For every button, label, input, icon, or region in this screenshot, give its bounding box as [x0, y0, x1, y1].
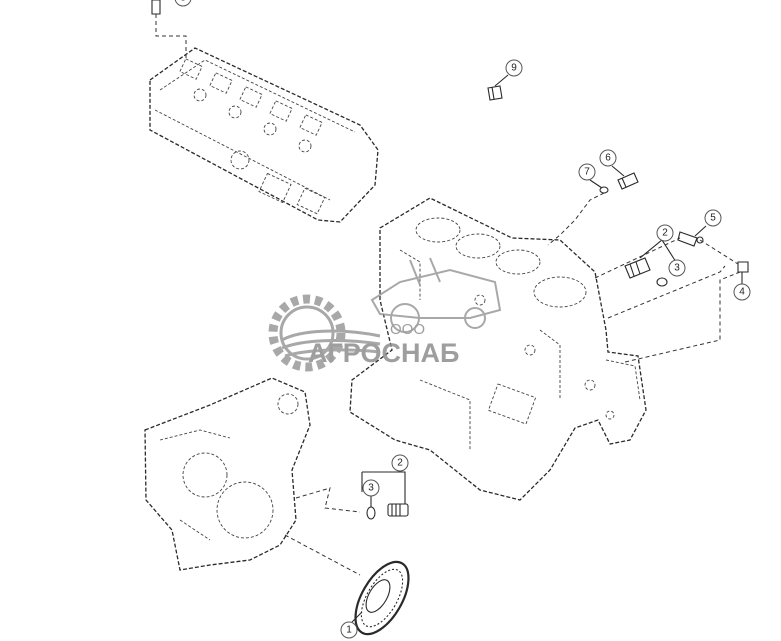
- callout-8: 8: [174, 0, 192, 7]
- callout-1: 1: [340, 611, 363, 639]
- engine-block: [349, 197, 647, 501]
- callout-3-upper: 3: [668, 259, 686, 277]
- callout-7: 7: [578, 163, 603, 189]
- plug-upper-assembly: [607, 239, 726, 319]
- svg-text:8: 8: [180, 0, 186, 4]
- callout-3-lower: 3: [362, 479, 380, 507]
- svg-text:9: 9: [511, 63, 517, 74]
- callout-9: 9: [494, 59, 523, 87]
- gear-logo-icon: [268, 294, 381, 372]
- svg-text:2: 2: [662, 228, 668, 239]
- fitting-part-9: [487, 85, 503, 101]
- watermark-ooo: ООО: [390, 321, 425, 338]
- sensor-part-6: [547, 172, 639, 246]
- callout-6: 6: [599, 149, 625, 177]
- callout-2-upper: 2: [656, 224, 674, 242]
- callout-2-lower: 2: [391, 454, 409, 472]
- svg-text:3: 3: [674, 263, 680, 274]
- plug-lower-assembly: [295, 471, 409, 520]
- svg-text:5: 5: [710, 213, 716, 224]
- harvester-silhouette-icon: [370, 257, 502, 333]
- svg-text:2: 2: [397, 458, 403, 469]
- svg-text:7: 7: [584, 167, 590, 178]
- callout-5: 5: [694, 209, 722, 237]
- cylinder-head: [149, 0, 379, 223]
- watermark-brand: АГРОСНАБ: [308, 338, 459, 368]
- callout-4: 4: [733, 272, 751, 301]
- svg-text:4: 4: [739, 287, 745, 298]
- svg-text:6: 6: [605, 153, 611, 164]
- sensor-part-5: [594, 231, 704, 279]
- svg-text:3: 3: [368, 483, 374, 494]
- fitting-part-4: [624, 239, 749, 363]
- watermark: ООО АГРОСНАБ: [268, 257, 502, 372]
- front-plate: [144, 377, 311, 571]
- gear-part-1: [284, 534, 410, 636]
- svg-text:1: 1: [346, 625, 352, 636]
